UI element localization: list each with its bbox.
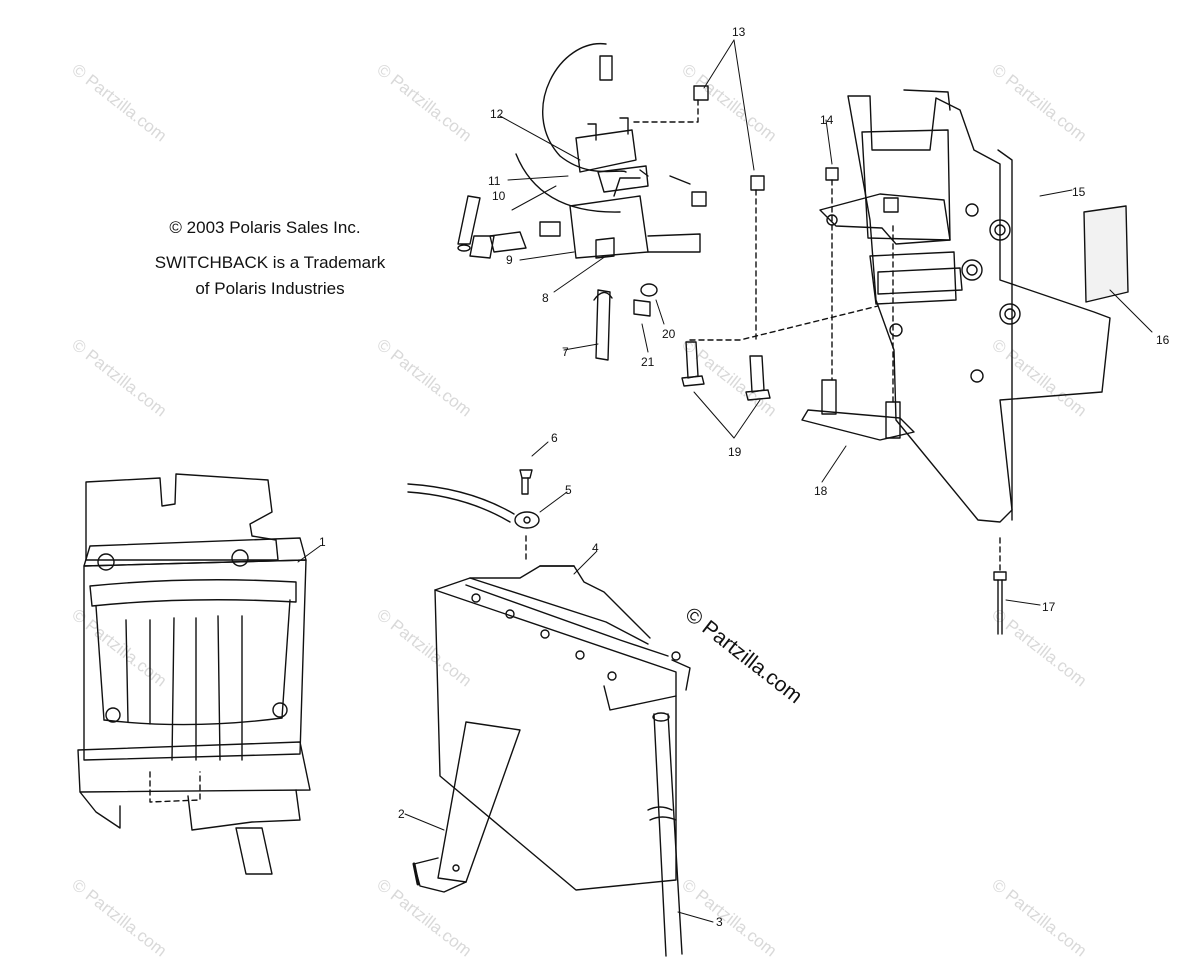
- callout-5: 5: [565, 483, 572, 497]
- callout-3: 3: [716, 915, 723, 929]
- callout-9: 9: [506, 253, 513, 267]
- callout-19: 19: [728, 445, 742, 459]
- battery-strap: [412, 721, 521, 893]
- callout-15: 15: [1072, 185, 1086, 199]
- leader-lines: [297, 39, 1153, 923]
- trademark-line: SWITCHBACK is a Trademark: [154, 253, 386, 272]
- callout-11: 11: [488, 174, 501, 188]
- callout-14: 14: [820, 113, 834, 127]
- solenoid-assembly: [457, 43, 879, 361]
- trademark-owner-line: of Polaris Industries: [195, 279, 345, 298]
- callout-17: 17: [1042, 600, 1056, 614]
- callout-21: 21: [641, 355, 655, 369]
- copyright-line: © 2003 Polaris Sales Inc.: [169, 218, 361, 237]
- callout-10: 10: [492, 189, 506, 203]
- callout-4: 4: [592, 541, 599, 555]
- callout-16: 16: [1156, 333, 1170, 347]
- callout-20: 20: [662, 327, 676, 341]
- callout-13: 13: [732, 25, 746, 39]
- mounting-plate: [801, 89, 1129, 635]
- callout-7: 7: [562, 345, 569, 359]
- battery-box: [77, 473, 311, 875]
- battery: [434, 565, 691, 891]
- battery-cable: [407, 469, 540, 563]
- callout-2: 2: [398, 807, 405, 821]
- callout-18: 18: [814, 484, 828, 498]
- screws: [681, 341, 771, 401]
- callout-8: 8: [542, 291, 549, 305]
- callout-numbers: 1 2 3 4 5 6 7 8 9 10 11 12 13 14 15 16 1…: [319, 25, 1170, 929]
- vent-hose: [647, 712, 683, 957]
- callout-6: 6: [551, 431, 558, 445]
- callout-12: 12: [490, 107, 504, 121]
- callout-1: 1: [319, 535, 326, 549]
